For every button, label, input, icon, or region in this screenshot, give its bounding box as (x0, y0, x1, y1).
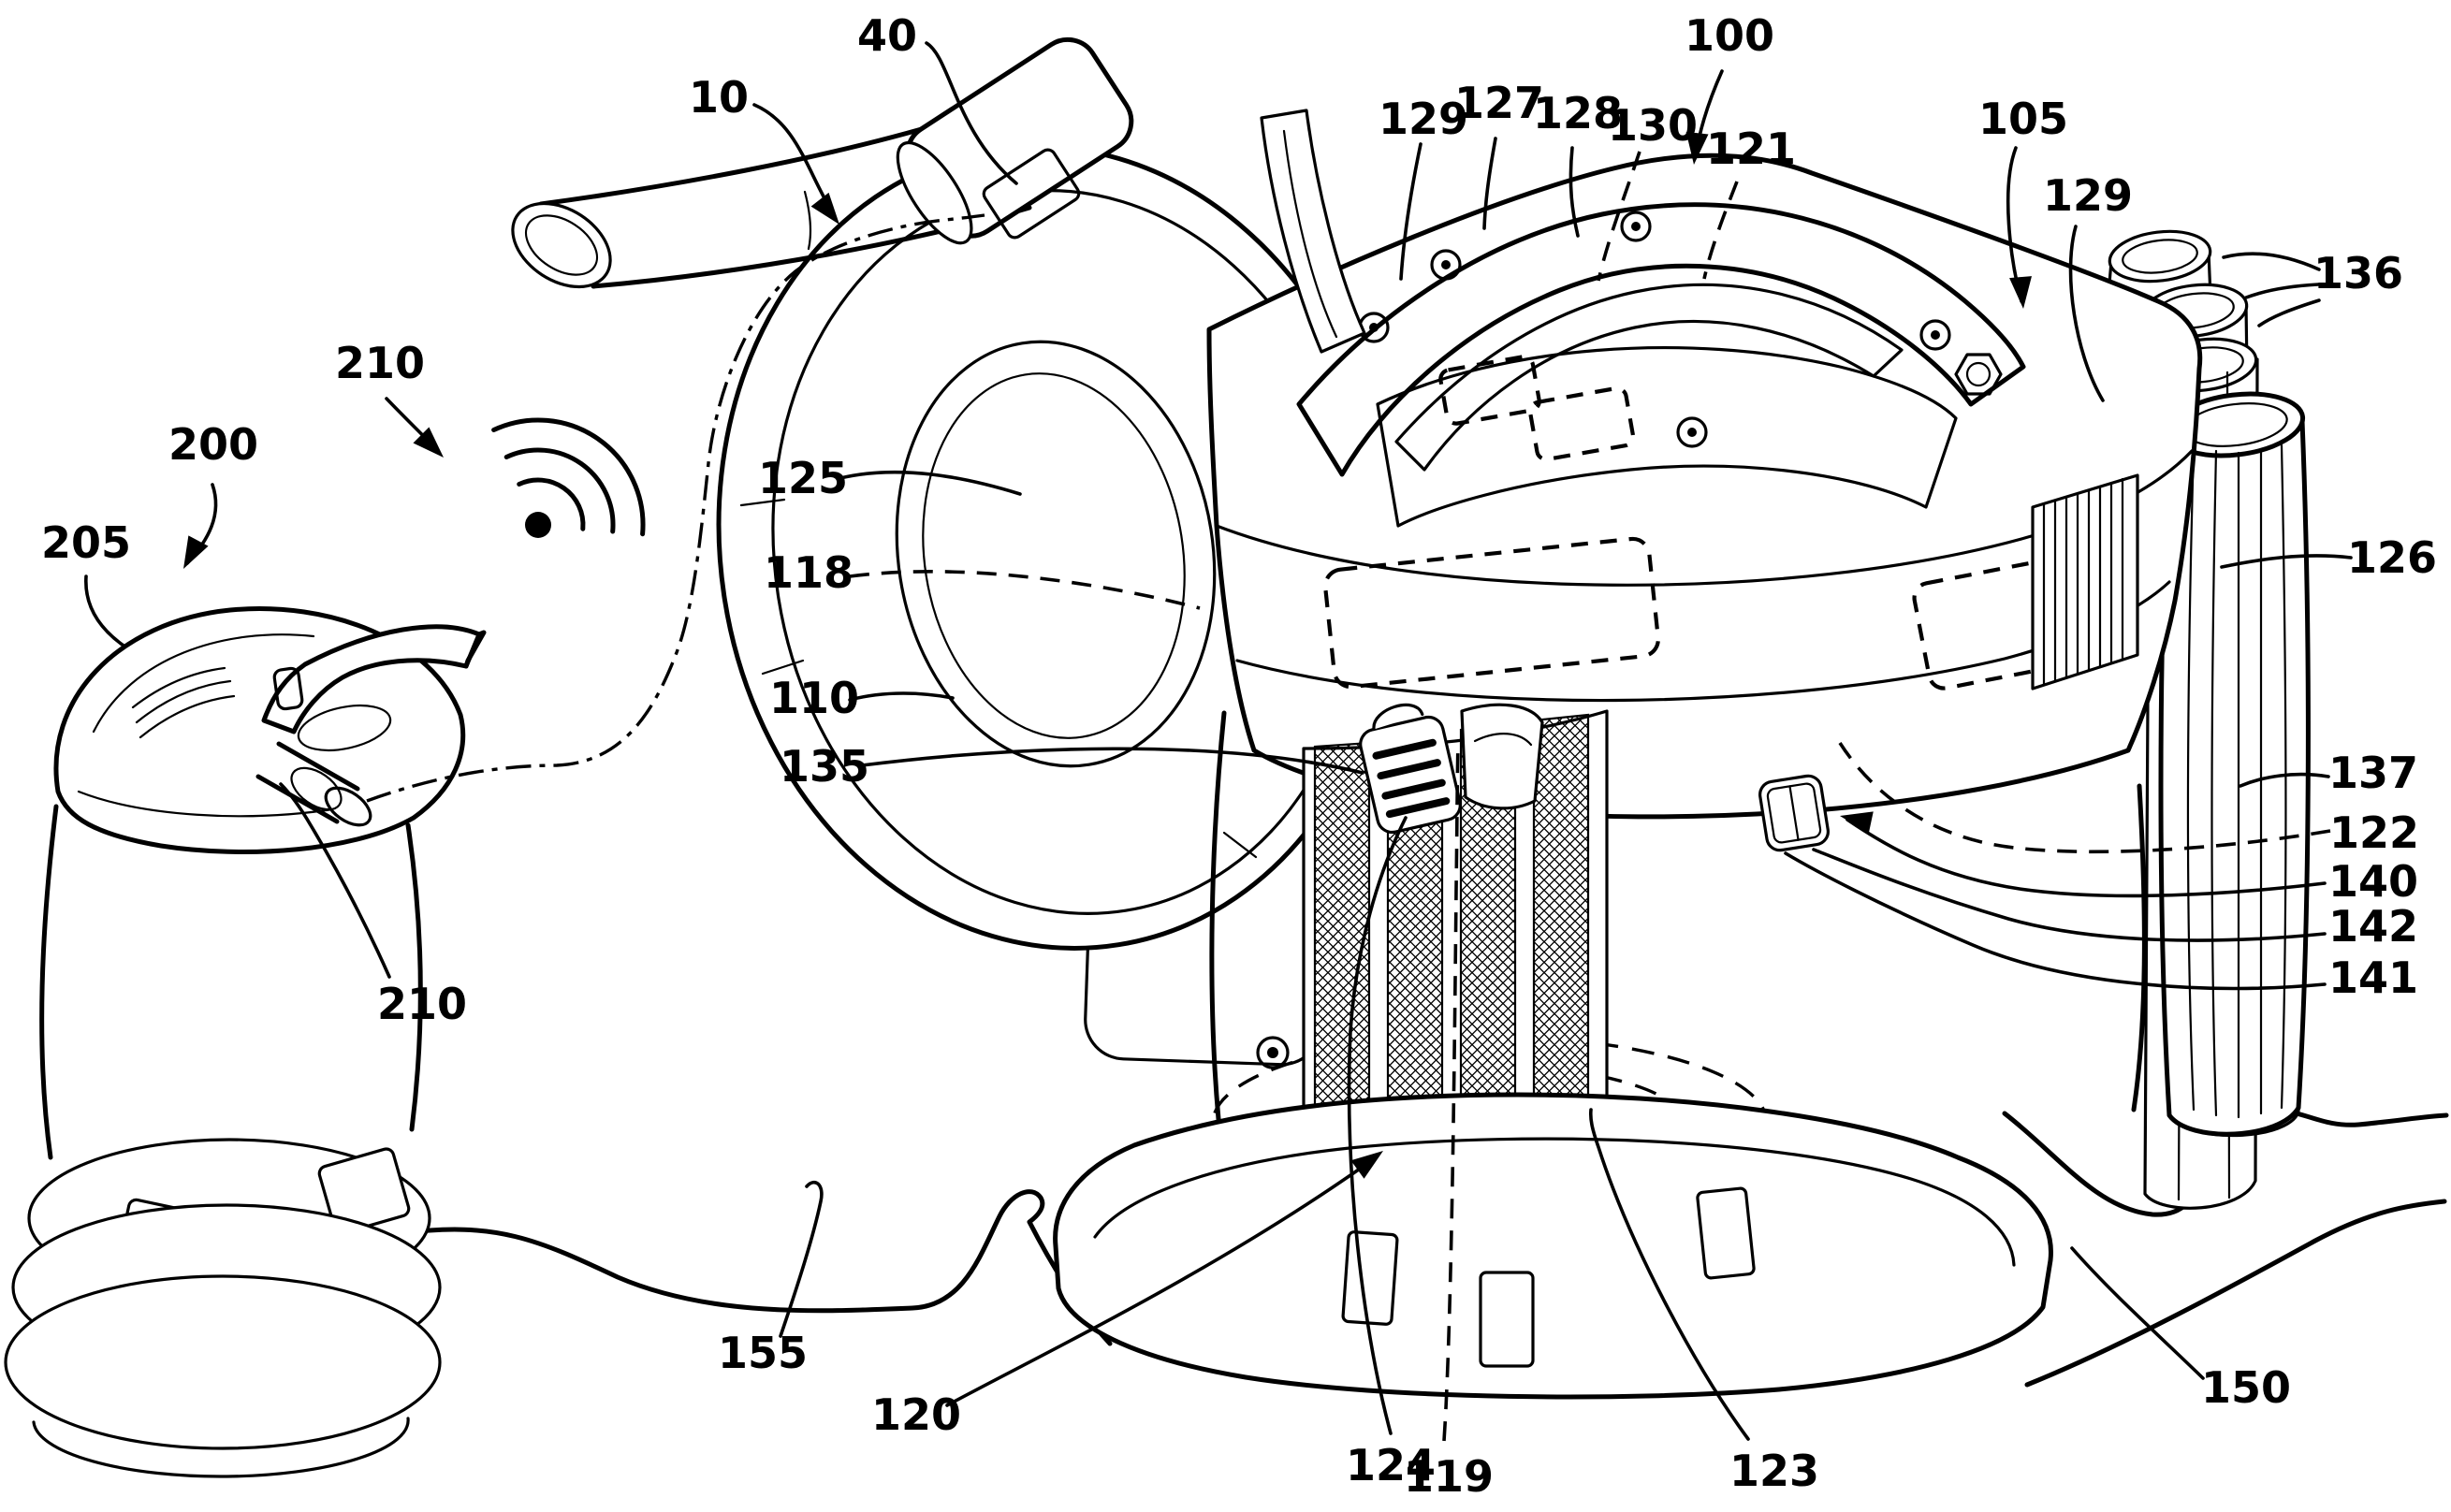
ref-label-135: 135 (780, 741, 869, 792)
ref-label-105: 105 (1978, 94, 2068, 144)
ref-label-210-lower: 210 (377, 979, 467, 1029)
ref-label-110: 110 (769, 673, 859, 723)
ref-label-142: 142 (2328, 901, 2418, 952)
base-ring (1056, 1095, 2051, 1397)
vent-grille (2033, 475, 2137, 689)
ref-label-119: 119 (1404, 1451, 1494, 1502)
ref-label-100: 100 (1685, 10, 1774, 61)
ref-label-210-upper: 210 (335, 338, 425, 388)
ref-label-125: 125 (758, 453, 848, 503)
ref-label-141: 141 (2328, 952, 2418, 1003)
ref-label-130: 130 (1608, 100, 1698, 151)
ref-label-118: 118 (764, 547, 853, 598)
switch-button (1758, 774, 1831, 851)
ref-label-137: 137 (2328, 748, 2418, 798)
ref-label-40: 40 (857, 10, 917, 61)
ref-label-122: 122 (2329, 807, 2419, 858)
ref-label-136: 136 (2313, 248, 2403, 298)
sander-tool (6, 609, 484, 1476)
ref-label-140: 140 (2328, 856, 2418, 907)
ref-label-205: 205 (41, 517, 131, 568)
ref-label-155: 155 (718, 1328, 808, 1378)
ref-label-200: 200 (168, 419, 258, 470)
ref-label-126: 126 (2347, 532, 2437, 583)
ref-label-129-right: 129 (2043, 170, 2133, 221)
ref-label-150: 150 (2201, 1362, 2291, 1413)
ref-label-120: 120 (871, 1389, 961, 1440)
ref-label-10: 10 (689, 72, 749, 123)
wireless-signal-icon (494, 420, 643, 538)
ref-label-121: 121 (1706, 124, 1796, 174)
ref-label-127: 127 (1454, 78, 1544, 128)
ref-label-123: 123 (1729, 1446, 1819, 1496)
